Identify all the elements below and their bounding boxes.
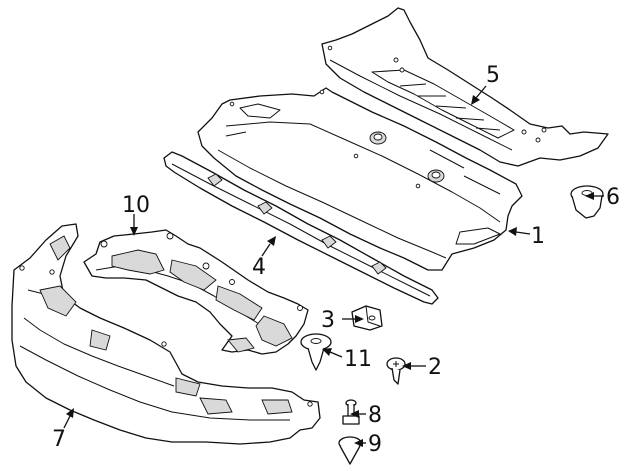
part-6-push-pin (570, 185, 604, 219)
part-8-bolt (342, 399, 360, 425)
part-2-screw (386, 357, 406, 385)
callout-11: 11 (344, 347, 372, 372)
part-5-shield (321, 7, 609, 167)
callout-labels: 1 2 3 4 5 6 7 8 9 10 11 (52, 63, 620, 457)
callout-10: 10 (122, 193, 150, 218)
callout-1: 1 (531, 224, 545, 249)
part-11-clip (300, 333, 332, 371)
callout-4: 4 (252, 255, 266, 280)
callout-9: 9 (368, 432, 382, 457)
part-10-splash-shield (83, 229, 309, 355)
callout-6: 6 (606, 185, 620, 210)
callout-8: 8 (368, 403, 382, 428)
callout-7: 7 (52, 427, 66, 452)
part-1-shield (197, 87, 523, 271)
part-4-deflector (163, 151, 439, 305)
part-9-retainer (338, 436, 362, 465)
callout-2: 2 (428, 355, 442, 380)
part-3-nut (351, 305, 383, 331)
part-7-lower-shield (11, 223, 321, 445)
callout-3: 3 (321, 308, 335, 333)
leader-lines (63, 85, 604, 447)
callout-5: 5 (486, 63, 500, 88)
